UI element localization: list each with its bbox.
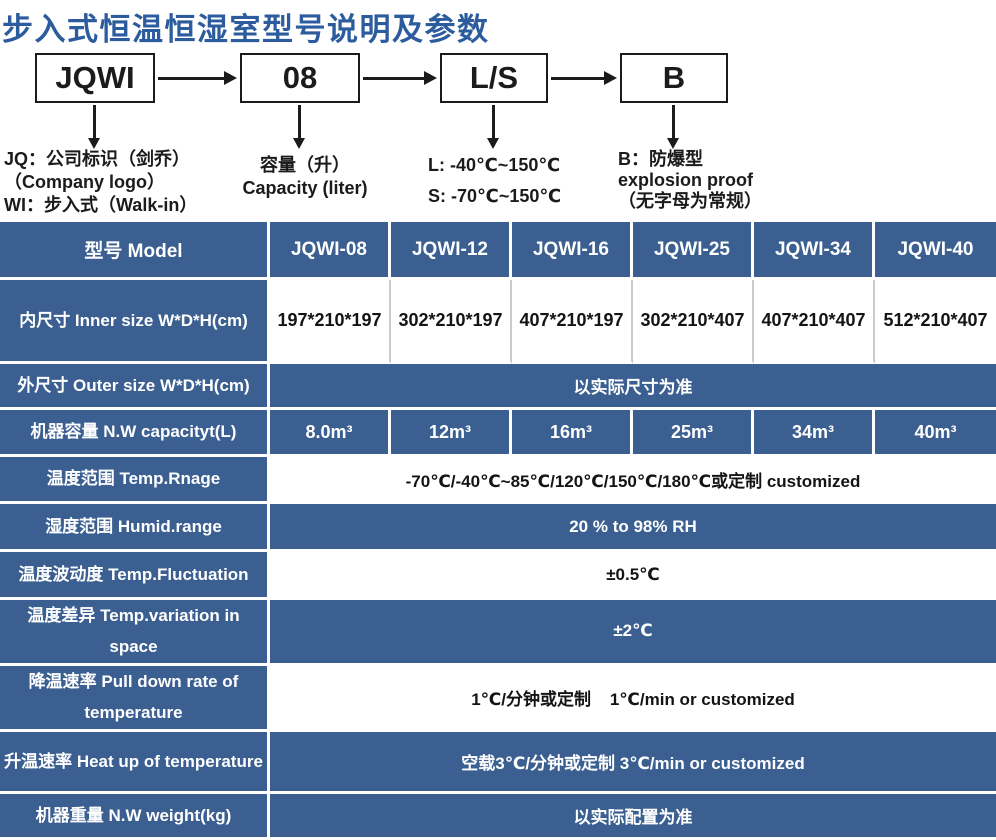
row-label-weight: 机器重量 N.W weight(kg): [0, 793, 270, 840]
row-label-temp-range: 温度范围 Temp.Rnage: [0, 457, 270, 504]
cell-weight: 以实际配置为准: [270, 793, 996, 840]
code-box-capacity: 08: [240, 53, 360, 103]
row-label-heatup-rate: 升温速率 Heat up of temperature: [0, 731, 270, 794]
right-arrow-icon: [158, 71, 237, 84]
cell-capacity: 16m³: [512, 410, 633, 457]
code-desc-jqwi: JQ：公司标识（剑乔） （Company logo） WI：步入式（Walk-i…: [4, 149, 198, 215]
table-header-row: 型号 Model JQWI-08 JQWI-12 JQWI-16 JQWI-25…: [0, 222, 996, 280]
row-pulldown-rate: 降温速率 Pull down rate of temperature 1℃/分钟…: [0, 665, 996, 732]
cell-inner-size: 407*210*197: [512, 280, 633, 364]
header-model-jqwi-12: JQWI-12: [391, 222, 512, 280]
down-arrow-icon: [487, 105, 498, 149]
header-model-jqwi-08: JQWI-08: [270, 222, 391, 280]
cell-capacity: 34m³: [754, 410, 875, 457]
cell-outer-size: 以实际尺寸为准: [270, 364, 996, 410]
row-label-temp-fluctuation: 温度波动度 Temp.Fluctuation: [0, 552, 270, 600]
cell-temp-range: -70℃/-40℃~85℃/120℃/150℃/180℃或定制 customiz…: [270, 457, 996, 504]
row-label-pulldown-rate: 降温速率 Pull down rate of temperature: [0, 665, 270, 732]
row-label-capacity: 机器容量 N.W capacityt(L): [0, 410, 270, 457]
row-temp-fluctuation: 温度波动度 Temp.Fluctuation ±0.5℃: [0, 552, 996, 600]
header-model-jqwi-40: JQWI-40: [875, 222, 996, 280]
header-model-label: 型号 Model: [0, 222, 270, 280]
down-arrow-icon: [667, 105, 678, 149]
right-arrow-icon: [363, 71, 437, 84]
code-desc-explosion: B：防爆型 explosion proof （无字母为常规）: [618, 149, 762, 211]
cell-temp-fluctuation: ±0.5℃: [270, 552, 996, 600]
code-desc-temp-class: L: -40℃~150℃ S: -70℃~150℃: [428, 155, 562, 206]
row-weight-partial: 机器重量 N.W weight(kg) 以实际配置为准: [0, 793, 996, 840]
cell-inner-size: 302*210*407: [633, 280, 754, 364]
cell-capacity: 40m³: [875, 410, 996, 457]
header-model-jqwi-16: JQWI-16: [512, 222, 633, 280]
cell-temp-variation: ±2℃: [270, 600, 996, 666]
cell-pulldown-rate: 1℃/分钟或定制 1℃/min or customized: [270, 665, 996, 732]
spec-table: 型号 Model JQWI-08 JQWI-12 JQWI-16 JQWI-25…: [0, 222, 996, 840]
row-label-outer-size: 外尺寸 Outer size W*D*H(cm): [0, 364, 270, 410]
cell-capacity: 12m³: [391, 410, 512, 457]
code-box-temp-class: L/S: [440, 53, 548, 103]
down-arrow-icon: [88, 105, 99, 149]
cell-inner-size: 197*210*197: [270, 280, 391, 364]
row-heatup-rate: 升温速率 Heat up of temperature 空载3℃/分钟或定制 3…: [0, 731, 996, 794]
row-inner-size: 内尺寸 Inner size W*D*H(cm) 197*210*197 302…: [0, 280, 996, 364]
row-temp-range: 温度范围 Temp.Rnage -70℃/-40℃~85℃/120℃/150℃/…: [0, 457, 996, 504]
cell-capacity: 8.0m³: [270, 410, 391, 457]
code-box-jqwi: JQWI: [35, 53, 155, 103]
cell-inner-size: 302*210*197: [391, 280, 512, 364]
code-desc-capacity: 容量（升） Capacity (liter): [242, 155, 368, 198]
cell-heatup-rate: 空载3℃/分钟或定制 3℃/min or customized: [270, 731, 996, 794]
cell-capacity: 25m³: [633, 410, 754, 457]
cell-humidity-range: 20 % to 98% RH: [270, 504, 996, 552]
right-arrow-icon: [551, 71, 617, 84]
row-temp-variation: 温度差异 Temp.variation in space ±2℃: [0, 600, 996, 666]
row-capacity: 机器容量 N.W capacityt(L) 8.0m³ 12m³ 16m³ 25…: [0, 410, 996, 457]
down-arrow-icon: [293, 105, 304, 149]
header-model-jqwi-25: JQWI-25: [633, 222, 754, 280]
code-box-explosion: B: [620, 53, 728, 103]
cell-inner-size: 407*210*407: [754, 280, 875, 364]
row-humidity-range: 湿度范围 Humid.range 20 % to 98% RH: [0, 504, 996, 552]
row-label-temp-variation: 温度差异 Temp.variation in space: [0, 600, 270, 666]
row-outer-size: 外尺寸 Outer size W*D*H(cm) 以实际尺寸为准: [0, 364, 996, 410]
row-label-inner-size: 内尺寸 Inner size W*D*H(cm): [0, 280, 270, 364]
page-title: 步入式恒温恒湿室型号说明及参数: [2, 12, 490, 47]
row-label-humidity-range: 湿度范围 Humid.range: [0, 504, 270, 552]
cell-inner-size: 512*210*407: [875, 280, 996, 364]
header-model-jqwi-34: JQWI-34: [754, 222, 875, 280]
model-code-diagram: JQWI 08 L/S B JQ：公司标识（剑乔） （Company logo）…: [0, 0, 996, 222]
